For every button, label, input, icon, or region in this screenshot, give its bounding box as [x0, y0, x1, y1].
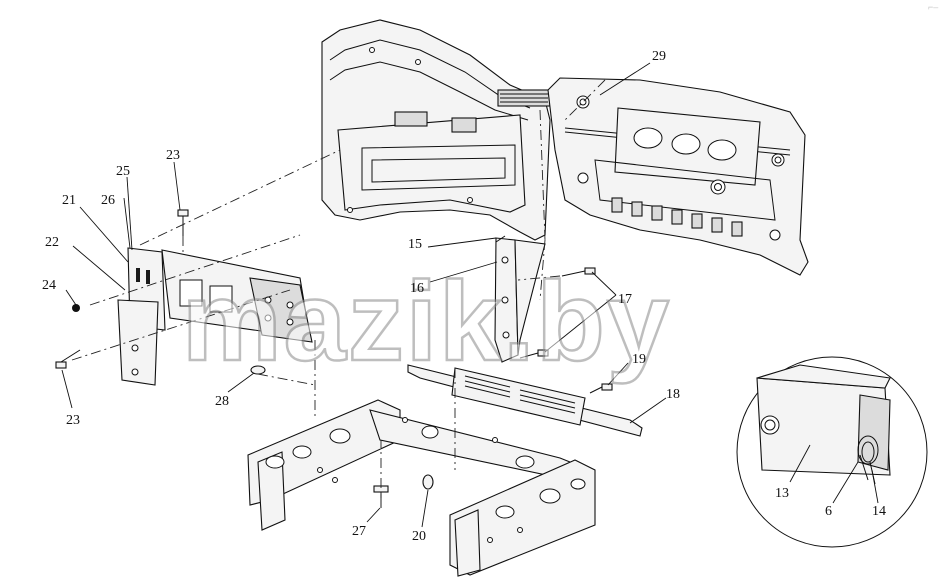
callout-19: 19	[632, 352, 646, 367]
callout-14: 14	[872, 504, 886, 519]
callout-28: 28	[215, 394, 229, 409]
callout-20: 20	[412, 529, 426, 544]
bolt-17	[561, 267, 596, 277]
callout-18: 18	[666, 387, 680, 402]
detail-view-circle	[736, 356, 928, 548]
callout-labels: 29 23 25 26 21 22 24 23 28 15 16 17 19 1…	[42, 49, 886, 544]
nut-24	[72, 304, 80, 312]
bolt-17b	[519, 349, 549, 359]
callout-22: 22	[45, 235, 59, 250]
callout-17: 17	[618, 292, 632, 307]
bolt-23-bottom	[55, 349, 81, 369]
vertical-support-plate	[494, 235, 546, 363]
callout-16: 16	[410, 281, 424, 296]
assembly-center-lines	[71, 79, 606, 508]
cross-beam	[407, 364, 643, 437]
callout-27: 27	[352, 524, 366, 539]
watermark: mazik.by	[182, 259, 671, 384]
grille-teeth	[611, 197, 743, 237]
callout-15: 15	[408, 237, 422, 252]
corner-mark: ⌐‒	[928, 2, 938, 12]
nut-20	[422, 474, 434, 490]
leader-lines	[61, 62, 879, 528]
callout-23-bottom: 23	[66, 413, 80, 428]
callout-23-top: 23	[166, 148, 180, 163]
callout-24: 24	[42, 278, 56, 293]
callout-13: 13	[775, 486, 789, 501]
bolt-19	[589, 383, 613, 394]
bumper-shell-left	[321, 19, 551, 241]
beam-vent-slots	[464, 375, 576, 414]
front-grille-panel	[547, 77, 809, 276]
bolt-23-top	[177, 209, 189, 236]
callout-25: 25	[116, 164, 130, 179]
callout-26: 26	[101, 193, 115, 208]
callout-29: 29	[652, 49, 666, 64]
frame-rails	[247, 399, 596, 577]
callout-6: 6	[825, 504, 832, 519]
left-bracket-assembly	[117, 247, 313, 386]
callout-21: 21	[62, 193, 76, 208]
